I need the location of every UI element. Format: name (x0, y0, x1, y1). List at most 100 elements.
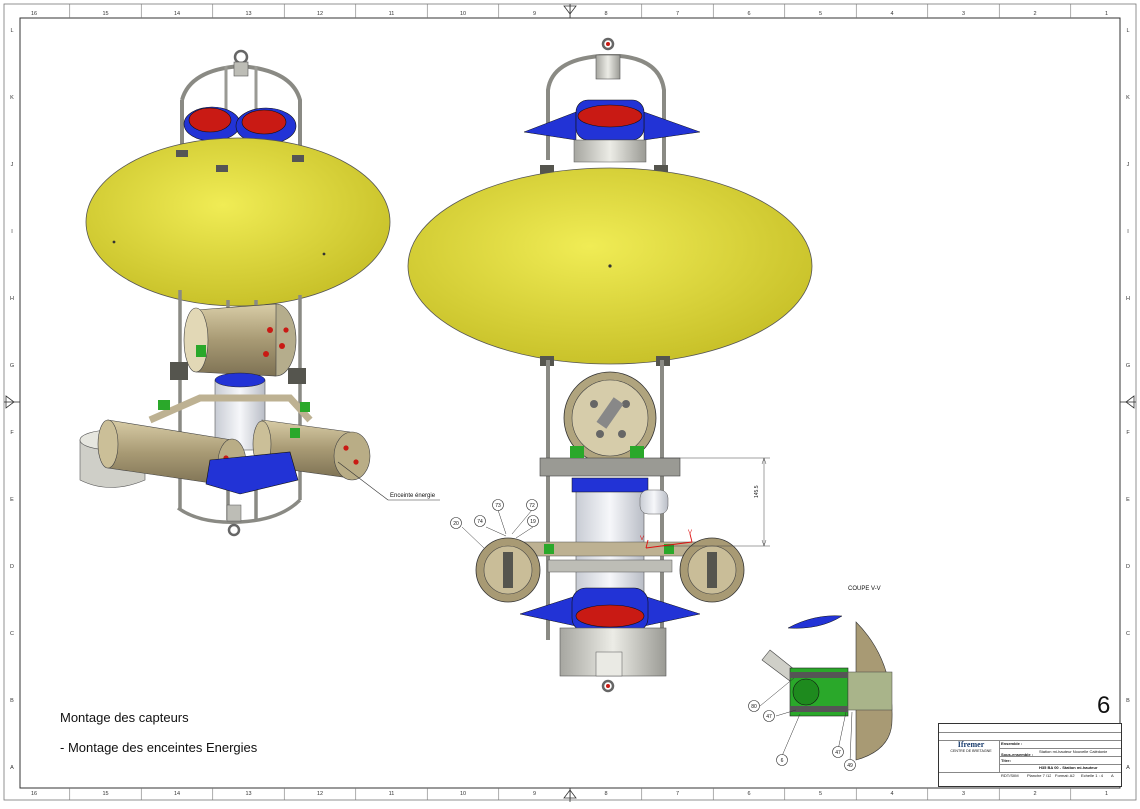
svg-text:20: 20 (453, 521, 459, 527)
section-marker-left: V (640, 536, 645, 542)
border-row-label: F (10, 430, 14, 436)
border-column-label: 16 (31, 11, 37, 17)
border-column-label: 15 (102, 791, 108, 797)
border-column-label: 15 (102, 11, 108, 17)
ensemble-value: Station mi-hauteur Nouvelle Calédonie (1039, 749, 1108, 754)
border-column-label: 14 (174, 791, 180, 797)
border-row-label: K (1126, 95, 1130, 101)
titre-label: Titre: (1001, 758, 1011, 763)
dimension-label: 145.5 (754, 485, 760, 498)
border-column-label: 10 (460, 11, 466, 17)
border-column-label: 3 (962, 791, 965, 797)
border-column-label: 9 (533, 791, 536, 797)
title-block: Ifremer CENTRE DE BRETAGNE Ensemble : St… (938, 723, 1122, 787)
item-balloon: 72 (526, 499, 538, 511)
border-row-label: E (10, 497, 14, 503)
border-row-label: J (1127, 162, 1130, 168)
border-row-label: F (1126, 430, 1130, 436)
svg-text:47: 47 (766, 714, 772, 720)
item-balloon: 73 (492, 499, 504, 511)
border-column-label: 6 (747, 791, 750, 797)
border-row-label: H (1126, 296, 1130, 302)
centering-arrows (4, 4, 1136, 802)
org-name: Ifremer (957, 740, 985, 749)
section-v-v-detail (759, 615, 893, 763)
border-row-label: G (1126, 363, 1130, 369)
border-column-label: 1 (1105, 11, 1108, 17)
border-column-label: 13 (245, 791, 251, 797)
reference: RDT/SIIM (1001, 773, 1019, 778)
border-column-label: 3 (962, 11, 965, 17)
border-column-label: 9 (533, 11, 536, 17)
isometric-assembly-view (79, 49, 440, 537)
border-column-label: 5 (819, 11, 822, 17)
border-row-label: C (1126, 631, 1130, 637)
svg-text:74: 74 (477, 519, 483, 525)
item-balloon: 74 (474, 515, 486, 527)
org-subtitle: CENTRE DE BRETAGNE (950, 749, 992, 753)
svg-text:49: 49 (847, 763, 853, 769)
border-row-label: D (1126, 564, 1130, 570)
border-row-label: C (10, 631, 14, 637)
callout-energy-housing: Enceinte énergie (390, 493, 436, 499)
border-row-label: I (11, 229, 13, 235)
note-title: Montage des capteurs (60, 710, 189, 725)
indice: A (1111, 773, 1114, 778)
svg-text:73: 73 (495, 503, 501, 509)
section-marker-right: V (688, 530, 693, 536)
format: Format: A2 (1055, 773, 1075, 778)
border-row-label: H (10, 296, 14, 302)
border-column-label: 6 (747, 11, 750, 17)
border-column-label: 11 (389, 11, 395, 17)
border-row-label: E (1126, 497, 1130, 503)
border-row-label: A (10, 765, 14, 771)
item-balloon: 47 (832, 746, 844, 758)
ifremer-logo: Ifremer CENTRE DE BRETAGNE (945, 740, 997, 754)
border-column-label: 16 (31, 791, 37, 797)
border-column-label: 12 (317, 11, 323, 17)
border-row-label: K (10, 95, 14, 101)
border-row-label: J (11, 162, 14, 168)
border-column-label: 1 (1105, 791, 1108, 797)
svg-text:19: 19 (530, 519, 536, 525)
border-row-label: B (10, 698, 14, 704)
border-column-label: 2 (1033, 791, 1036, 797)
border-row-label: L (1126, 28, 1129, 34)
planche: Planche 7 /12 (1027, 773, 1052, 778)
border-column-label: 8 (604, 791, 607, 797)
svg-text:47: 47 (835, 750, 841, 756)
border-column-label: 13 (245, 11, 251, 17)
border-row-label: G (10, 363, 14, 369)
item-balloon: 6 (776, 754, 788, 766)
border-column-label: 2 (1033, 11, 1036, 17)
item-balloon: 47 (763, 710, 775, 722)
ensemble-label: Ensemble : (1001, 741, 1023, 746)
border-column-label: 12 (317, 791, 323, 797)
border-column-label: 8 (604, 11, 607, 17)
note-energy-housings: - Montage des enceintes Energies (60, 740, 258, 755)
echelle: Echelle 1 : 4 (1081, 773, 1104, 778)
sous-ensemble-label: Sous-ensemble : (1001, 752, 1034, 757)
item-balloons: 20 74 73 72 19 80 47 6 47 49 (450, 499, 856, 771)
svg-text:6: 6 (781, 758, 784, 764)
item-balloon: 20 (450, 517, 462, 529)
front-elevation-view (407, 37, 813, 693)
border-row-label: D (10, 564, 14, 570)
item-balloon: 19 (527, 515, 539, 527)
border-column-label: 14 (174, 11, 180, 17)
svg-text:72: 72 (529, 503, 535, 509)
item-balloon: 80 (748, 700, 760, 712)
border-row-label: B (1126, 698, 1130, 704)
border-row-label: I (1127, 229, 1129, 235)
border-column-label: 10 (460, 791, 466, 797)
section-title: COUPE V-V (848, 586, 881, 592)
border-column-label: 11 (389, 791, 395, 797)
page-number: 6 (1097, 692, 1111, 719)
border-row-label: L (10, 28, 13, 34)
titre-value: H35 BA 00 - Station mi-hauteur (1039, 765, 1098, 770)
border-column-label: 4 (890, 11, 893, 17)
border-row-label: A (1126, 765, 1130, 771)
svg-text:80: 80 (751, 704, 757, 710)
